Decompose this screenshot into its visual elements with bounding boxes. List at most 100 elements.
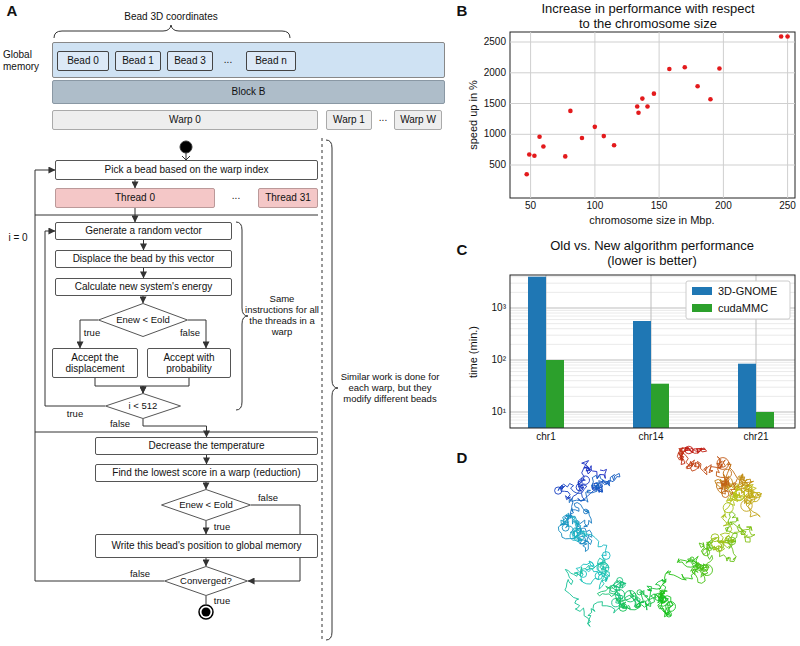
node-text: Thread 0 [115,192,155,204]
process-box: Find the lowest score in a warp (reducti… [95,464,318,482]
node-text: Write this bead's position to global mem… [111,540,301,552]
data-point [635,104,640,109]
bead-brace [54,25,290,38]
chromatin-strand [620,602,630,610]
node-text: Accept the displacement [53,352,137,375]
chromatin-strand [565,580,580,606]
chromatin-strand [689,448,705,452]
data-point [640,96,645,101]
edge-label: false [179,328,201,339]
data-point [636,110,641,115]
chromatin-loop [625,591,636,602]
data-point [652,91,657,96]
grid-line [510,335,795,336]
node-text: Bead 3 [174,55,206,67]
thread-box: Thread 31 [258,188,318,208]
block-band: Block B [52,80,445,104]
data-point [524,172,529,177]
flow-connector [143,378,189,393]
scatter-chart [510,32,795,198]
loop-counter: i = 0 [8,232,27,244]
node-text: Generate a random vector [85,225,202,237]
node-text: i < 512 [129,401,158,412]
chromatin-strand [669,574,693,580]
flow-connector [95,378,143,393]
ellipsis: ... [232,190,240,202]
chromatin-strand [588,602,598,626]
category-label: chr21 [743,431,768,443]
chromatin-strand [748,494,762,507]
chart-title: Increase in performance with respect to … [541,2,756,32]
grid-line [510,323,795,324]
diamond-shape [106,394,181,419]
axis-title: speed up in % [467,80,480,150]
chromatin-strand [728,515,738,525]
panel-letter: A [7,2,18,19]
decision-diamond: Enew < Eold [161,489,251,521]
tick-label: 100 [587,200,604,212]
chromatin-strand [558,484,582,498]
process-box: Decrease the temperature [95,437,318,455]
chromatin-strand [720,553,736,562]
ellipsis: ... [224,54,232,66]
flow-connector [206,455,207,464]
grid-line [510,344,795,345]
edge-label: true [83,328,101,339]
node-text: Enew < Eold [179,500,233,511]
chromatin-strand [599,477,620,487]
node-text: Warp 1 [333,114,365,126]
process-box: Write this bead's position to global mem… [95,534,318,558]
flow-connector [143,296,144,303]
chromatin-strand [586,483,599,498]
chromatin-strand [700,464,711,475]
chromatin-strand [636,596,655,607]
decision-diamond: i < 512 [105,393,181,419]
bead-box: Bead 1 [115,51,161,71]
axis-title: time (min.) [467,326,480,378]
branch-label: true [214,596,230,607]
bead-box: Bead n [246,51,296,71]
tick-label: 50 [525,200,536,212]
chromatin-strand [589,560,605,570]
process-box: Accept with probability [147,348,231,378]
panel-letter: D [457,449,468,466]
data-point [779,34,784,39]
node-text: Displace the bead by this vector [73,253,215,265]
data-point [612,143,617,148]
flow-connector [143,268,144,278]
tick-label: 10³ [492,302,506,314]
chromatin-strand [744,532,755,543]
tick-label: 2000 [484,67,506,79]
data-point [785,34,790,39]
tick-label: 1000 [484,129,506,141]
data-point [541,144,546,149]
tick-label: 10² [492,354,506,366]
legend-text: 3D-GNOME [718,285,777,298]
data-point [667,67,672,72]
decision-diamond: Converged? [164,566,248,596]
diamond-shape [99,304,188,337]
chromatin-strand [716,476,727,485]
edge-label: true [213,522,231,533]
tick-label: 1500 [484,98,506,110]
note-text: Similar work is done for each warp, but … [339,372,441,405]
edge-label: false [109,419,131,430]
chromatin-strand [593,469,607,478]
note-text: Same instructions for all the threads in… [245,294,319,338]
node-text: Enew < Eold [116,315,170,326]
bead-box: Bead 0 [57,51,109,71]
edge-label: false [129,569,151,580]
chromatin-strand [574,565,589,576]
chromatin-strand [561,517,569,526]
node-heading: Global memory [3,49,49,72]
chromatin-strand [686,459,693,469]
brace-label: Bead 3D coordinates [124,11,217,23]
grid-line [510,276,795,277]
chromatin-loop [658,594,662,598]
flow-connector [143,419,207,437]
node-text: Thread 31 [265,192,311,204]
data-point [602,134,607,139]
data-point [568,109,573,114]
node-text: Block B [232,86,266,98]
